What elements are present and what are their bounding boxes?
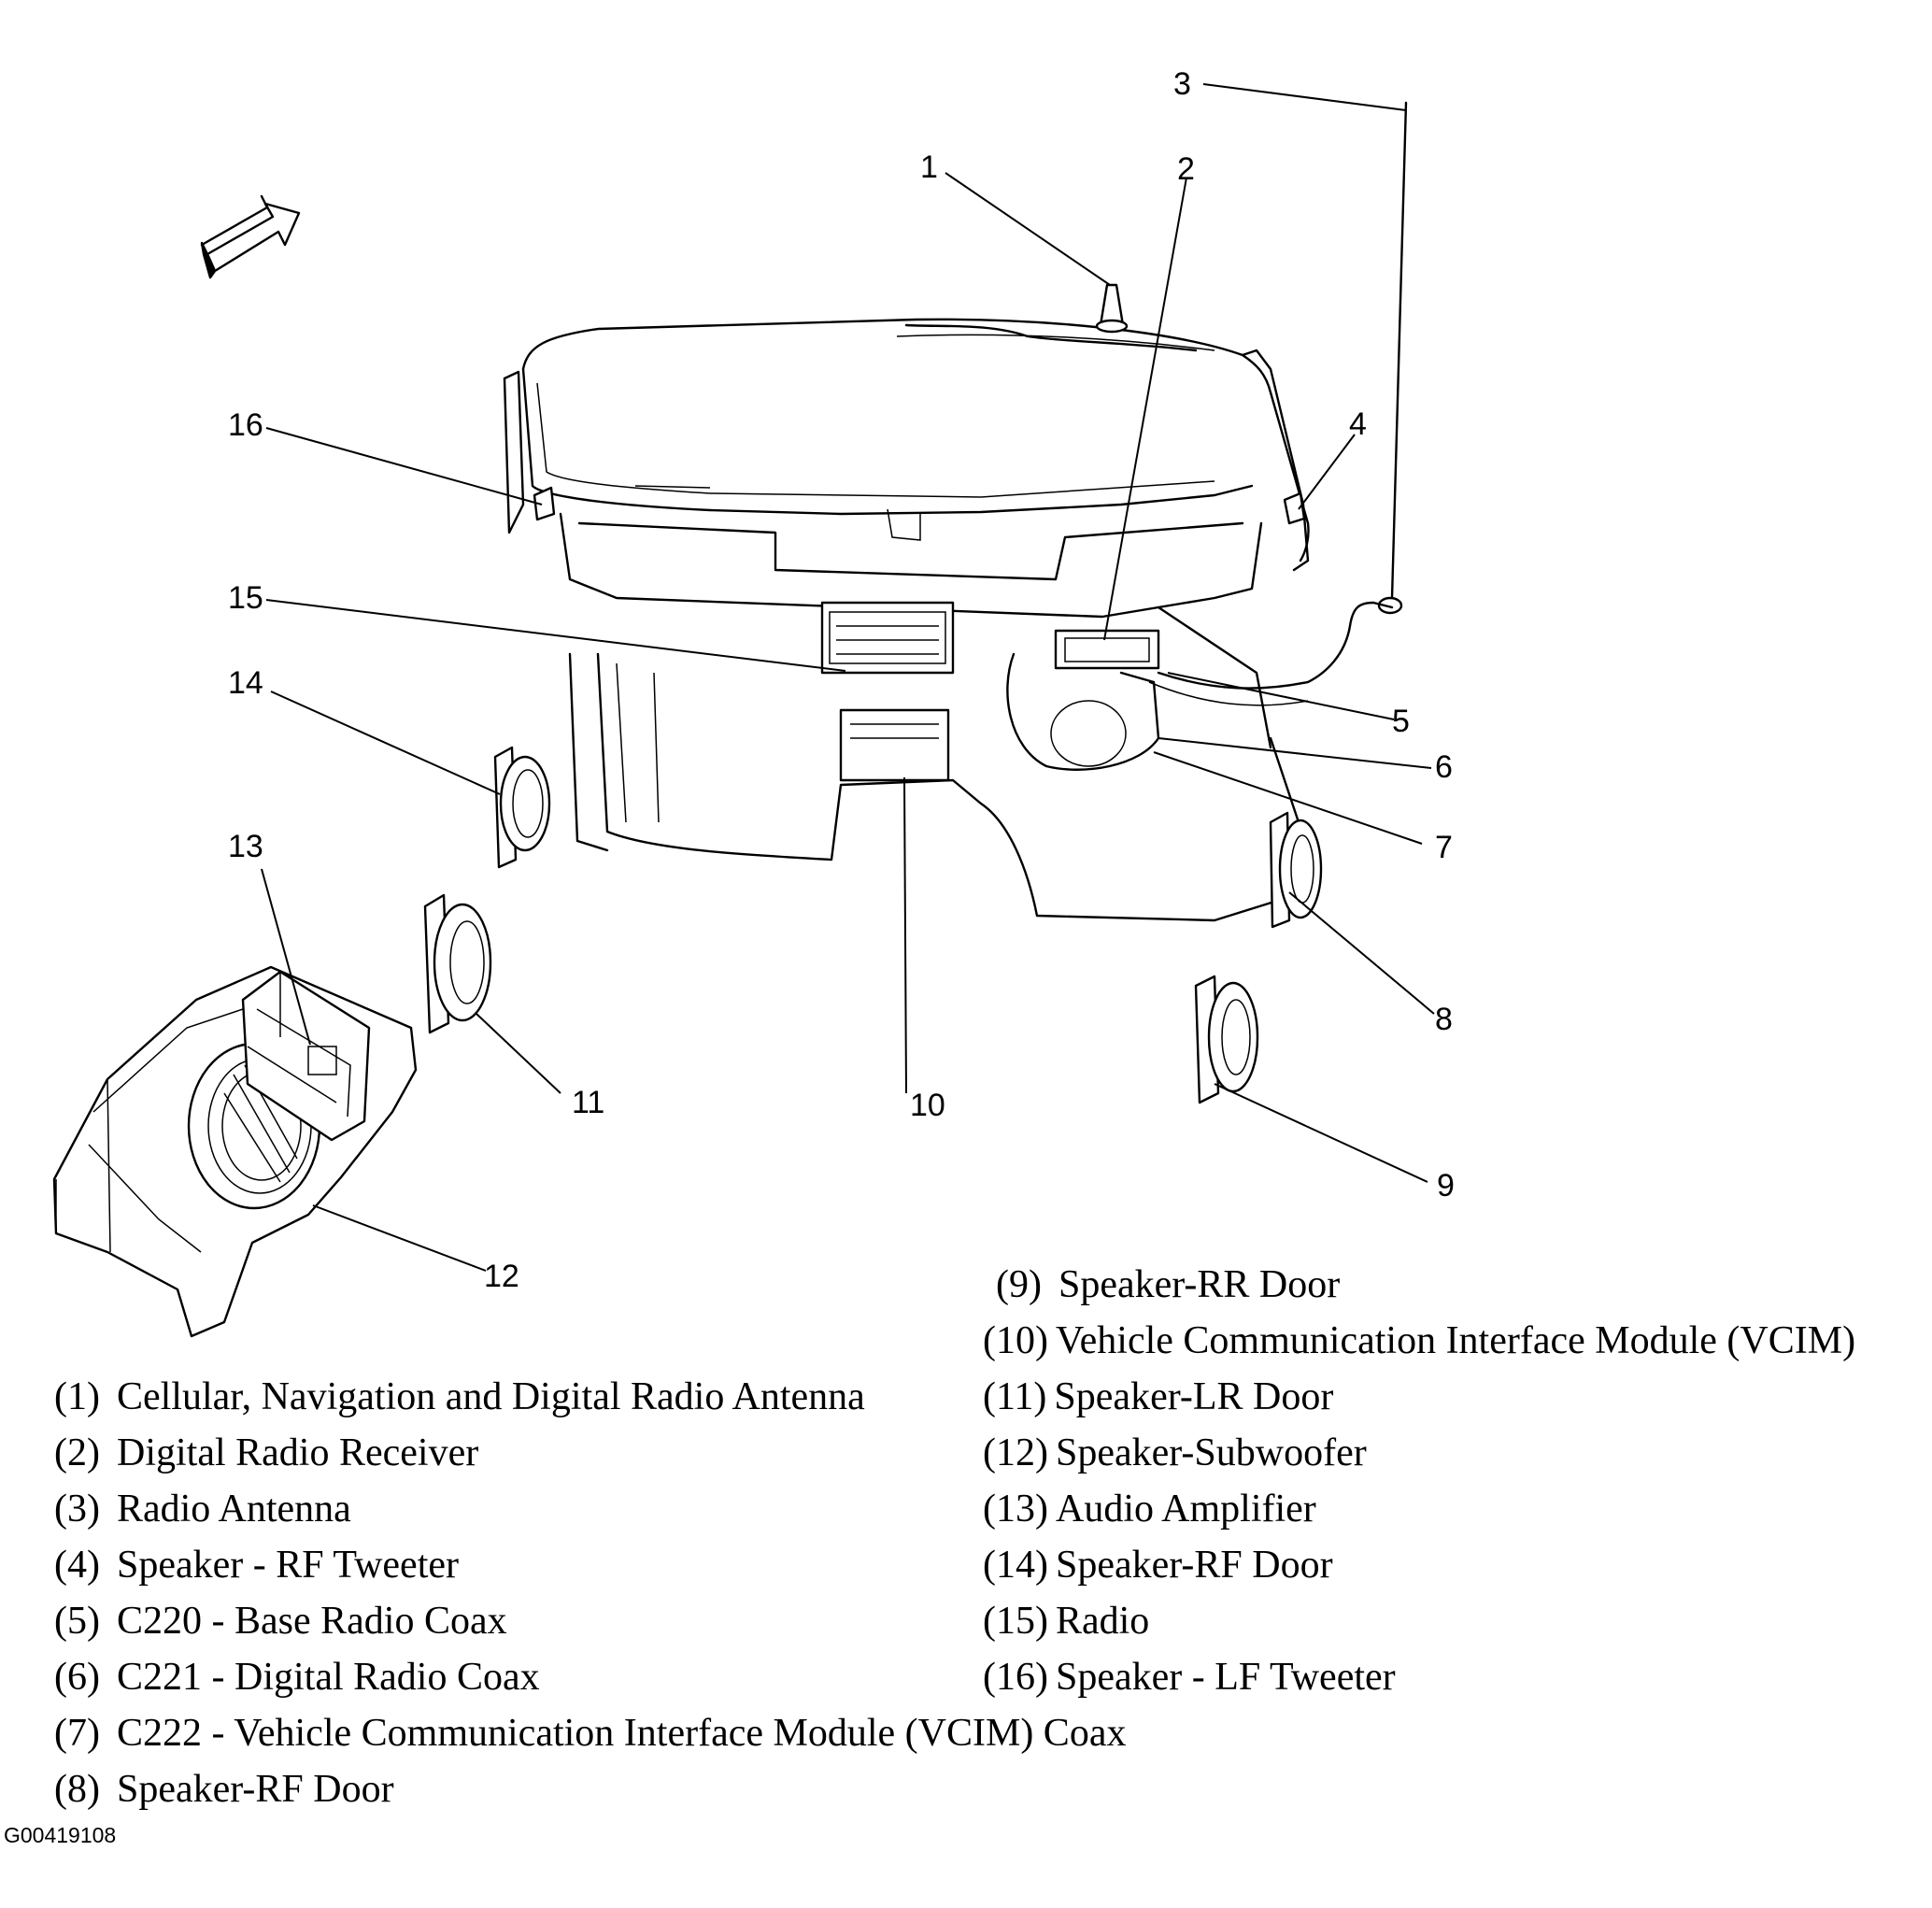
legend-label: Cellular, Navigation and Digital Radio A… bbox=[116, 1375, 865, 1418]
legend-label: C221 - Digital Radio Coax bbox=[116, 1656, 540, 1699]
legend-item-14: (14)Speaker-RF Door bbox=[983, 1545, 1333, 1585]
legend-number: (16) bbox=[983, 1656, 1048, 1699]
legend-label: Vehicle Communication Interface Module (… bbox=[1055, 1319, 1856, 1362]
legend-label: Speaker-RF Door bbox=[1055, 1544, 1333, 1587]
callout-10: 10 bbox=[910, 1088, 945, 1123]
figure-id: G00419108 bbox=[4, 1823, 117, 1847]
callout-1: 1 bbox=[920, 150, 938, 185]
callout-16: 16 bbox=[228, 407, 263, 443]
legend-label: Speaker - LF Tweeter bbox=[1055, 1656, 1396, 1699]
callout-7: 7 bbox=[1435, 830, 1453, 865]
rr-door-speaker bbox=[1194, 975, 1259, 1104]
legend-label: Speaker-RR Door bbox=[1058, 1263, 1341, 1306]
legend-item-3: (3) Radio Antenna bbox=[54, 1489, 351, 1529]
legend-item-11: (11)Speaker-LR Door bbox=[983, 1377, 1333, 1417]
callout-5: 5 bbox=[1392, 704, 1410, 739]
legend-number: (5) bbox=[54, 1600, 100, 1643]
legend-number: (13) bbox=[983, 1488, 1048, 1531]
legend-number: (4) bbox=[54, 1544, 100, 1587]
callout-13: 13 bbox=[228, 829, 263, 864]
legend-number: (12) bbox=[983, 1431, 1048, 1474]
legend-item-4: (4) Speaker - RF Tweeter bbox=[54, 1545, 459, 1585]
legend-item-2: (2) Digital Radio Receiver bbox=[54, 1433, 478, 1473]
legend-number: (15) bbox=[983, 1600, 1048, 1643]
callout-6: 6 bbox=[1435, 749, 1453, 785]
legend-item-5: (5) C220 - Base Radio Coax bbox=[54, 1602, 507, 1641]
legend-item-9: (9) Speaker-RR Door bbox=[996, 1265, 1340, 1304]
legend-label: Audio Amplifier bbox=[1055, 1488, 1316, 1531]
legend-label: C220 - Base Radio Coax bbox=[116, 1600, 507, 1643]
rf-door-speaker-14 bbox=[493, 746, 551, 869]
legend-item-16: (16)Speaker - LF Tweeter bbox=[983, 1658, 1396, 1697]
legend-number: (1) bbox=[54, 1375, 100, 1418]
legend-item-12: (12)Speaker-Subwoofer bbox=[983, 1433, 1367, 1473]
rf-tweeter bbox=[1283, 491, 1306, 525]
callout-12: 12 bbox=[484, 1259, 519, 1294]
callout-2: 2 bbox=[1177, 151, 1195, 187]
callout-15: 15 bbox=[228, 580, 263, 616]
legend-label: C222 - Vehicle Communication Interface M… bbox=[116, 1712, 1127, 1755]
legend-item-1: (1) Cellular, Navigation and Digital Radi… bbox=[54, 1377, 865, 1417]
legend-number: (10) bbox=[983, 1319, 1048, 1362]
legend-item-8: (8) Speaker-RF Door bbox=[54, 1770, 394, 1809]
leader-lines bbox=[261, 83, 1435, 1272]
legend-label: Radio bbox=[1055, 1600, 1150, 1643]
callout-9: 9 bbox=[1437, 1168, 1455, 1203]
legend-item-15: (15)Radio bbox=[983, 1602, 1149, 1641]
legend-number: (14) bbox=[983, 1544, 1048, 1587]
legend-label: Speaker-LR Door bbox=[1054, 1375, 1334, 1418]
legend-number: (2) bbox=[54, 1431, 100, 1474]
rf-door-speaker-8 bbox=[1269, 811, 1323, 929]
callout-labels: 1 2 3 4 5 6 7 8 9 10 11 12 13 14 15 16 bbox=[228, 66, 1455, 1294]
front-direction-arrow-icon bbox=[200, 194, 301, 279]
legend-label: Speaker-Subwoofer bbox=[1055, 1431, 1367, 1474]
instrument-panel-outline bbox=[503, 318, 1375, 922]
lr-door-speaker bbox=[423, 893, 492, 1034]
legend-number: (9) bbox=[996, 1263, 1042, 1306]
callout-14: 14 bbox=[228, 665, 263, 701]
lf-tweeter bbox=[533, 486, 556, 521]
legend-item-7: (7) C222 - Vehicle Communication Interfac… bbox=[54, 1714, 1126, 1753]
radio-antenna-mast bbox=[1371, 101, 1408, 615]
legend-label: Digital Radio Receiver bbox=[116, 1431, 479, 1474]
roof-antenna-base bbox=[1095, 283, 1129, 334]
legend-number: (7) bbox=[54, 1712, 100, 1755]
callout-3: 3 bbox=[1173, 66, 1191, 102]
callout-11: 11 bbox=[572, 1085, 604, 1120]
audio-amplifier bbox=[241, 970, 371, 1142]
legend-label: Speaker - RF Tweeter bbox=[116, 1544, 459, 1587]
legend-label: Radio Antenna bbox=[116, 1488, 351, 1531]
legend-number: (6) bbox=[54, 1656, 100, 1699]
legend-number: (8) bbox=[54, 1768, 100, 1811]
legend-item-13: (13)Audio Amplifier bbox=[983, 1489, 1316, 1529]
legend-number: (11) bbox=[983, 1375, 1047, 1418]
legend-label: Speaker-RF Door bbox=[116, 1768, 394, 1811]
legend-number: (3) bbox=[54, 1488, 100, 1531]
callout-4: 4 bbox=[1349, 406, 1367, 442]
legend-item-6: (6) C221 - Digital Radio Coax bbox=[54, 1658, 540, 1697]
callout-8: 8 bbox=[1435, 1002, 1453, 1037]
legend-item-10: (10)Vehicle Communication Interface Modu… bbox=[983, 1321, 1855, 1360]
